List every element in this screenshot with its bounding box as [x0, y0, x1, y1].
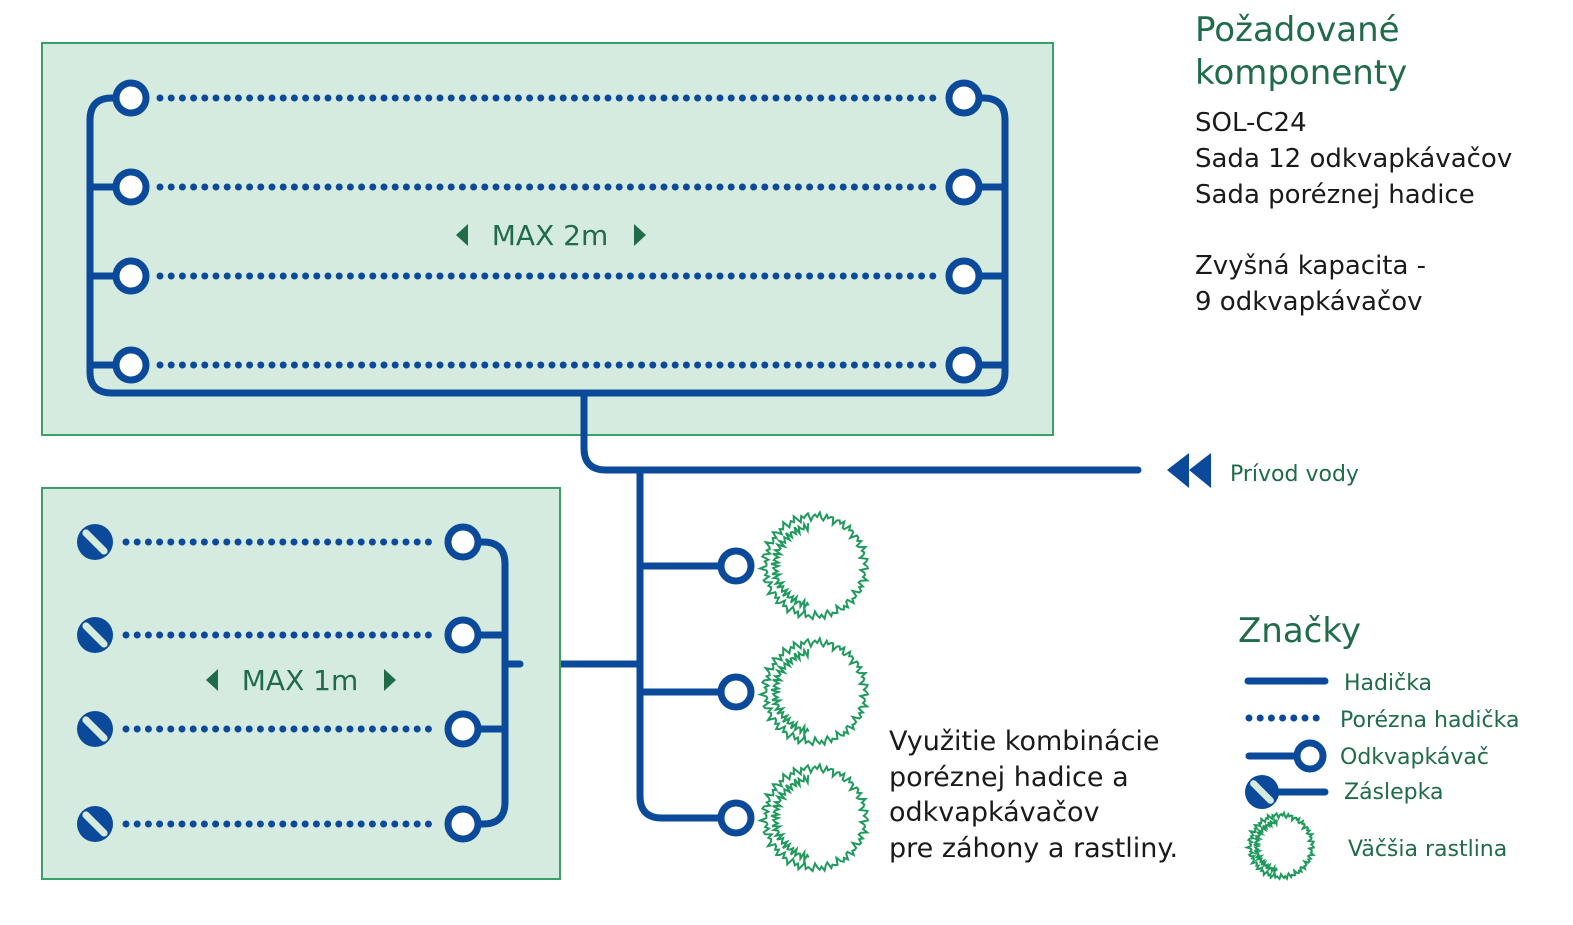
dripper-icon: [444, 805, 482, 843]
legend-label: Hadička: [1344, 671, 1432, 696]
water-supply-label: Prívod vody: [1230, 462, 1359, 487]
note-line: poréznej hadice a: [889, 762, 1129, 793]
dripper-icon: [444, 616, 482, 654]
component-item: SOL-C24: [1195, 108, 1307, 138]
capacity-line1: Zvyšná kapacita -: [1195, 251, 1426, 281]
trunk-hose: [504, 466, 725, 822]
component-item: Sada poréznej hadice: [1195, 180, 1475, 210]
dripper-icon: [717, 547, 755, 585]
arrow-right-icon: [384, 669, 396, 691]
top-drippers: [112, 79, 983, 384]
components-title-line1: Požadované: [1195, 10, 1400, 50]
double-arrow-left-icon: [1167, 453, 1211, 488]
end-cap-icon: [77, 711, 113, 747]
main-hose: [580, 389, 1142, 474]
note-line: Využitie kombinácie: [889, 726, 1160, 757]
bottom-bed-piping: [77, 523, 524, 843]
note-line: pre záhony a rastliny.: [889, 833, 1178, 864]
dripper-icon: [112, 346, 150, 384]
top-bed-area: [41, 42, 1054, 436]
arrow-left-icon: [456, 224, 468, 246]
dripper-icon: [717, 799, 755, 837]
dripper-icon: [112, 79, 150, 117]
dripper-icon: [945, 168, 983, 206]
legend-title: Značky: [1238, 611, 1361, 651]
bottom-max-length-label: MAX 1m: [242, 664, 358, 697]
dripper-icon: [945, 257, 983, 295]
legend-label: Porézna hadička: [1340, 708, 1519, 733]
dripper-icon: [717, 673, 755, 711]
dripper-icon: [1245, 739, 1327, 773]
dripper-icon: [112, 257, 150, 295]
large-plant-icon: [757, 509, 870, 621]
end-cap-icon: [77, 524, 113, 560]
arrow-left-icon: [206, 669, 218, 691]
top-bed-piping: [86, 79, 1009, 397]
legend: Značky Hadička Porézna hadička Odkvapkáv…: [1238, 611, 1519, 881]
dripper-icon: [945, 346, 983, 384]
end-cap-icon: [77, 617, 113, 653]
end-cap-icon: [1245, 775, 1329, 809]
capacity-line2: 9 odkvapkávačov: [1195, 287, 1423, 317]
arrow-right-icon: [634, 224, 646, 246]
large-plant-icon: [757, 761, 870, 873]
components-title-line2: komponenty: [1195, 53, 1407, 93]
note-line: odkvapkávačov: [889, 797, 1100, 828]
end-cap-icon: [77, 806, 113, 842]
legend-label: Odkvapkávač: [1340, 745, 1489, 770]
component-item: Sada 12 odkvapkávačov: [1195, 144, 1512, 174]
end-cap-icon: [1245, 775, 1279, 809]
dripper-icon: [112, 168, 150, 206]
dripper-icon: [945, 79, 983, 117]
large-plant-icon: [757, 635, 870, 747]
dripper-icon: [444, 523, 482, 561]
top-max-length-label: MAX 2m: [492, 219, 608, 252]
large-plant-icon: [1243, 810, 1316, 881]
legend-label: Záslepka: [1344, 780, 1443, 805]
large-plant-icon: [1243, 810, 1316, 881]
legend-label: Väčšia rastlina: [1348, 837, 1507, 862]
dripper-icon: [444, 710, 482, 748]
